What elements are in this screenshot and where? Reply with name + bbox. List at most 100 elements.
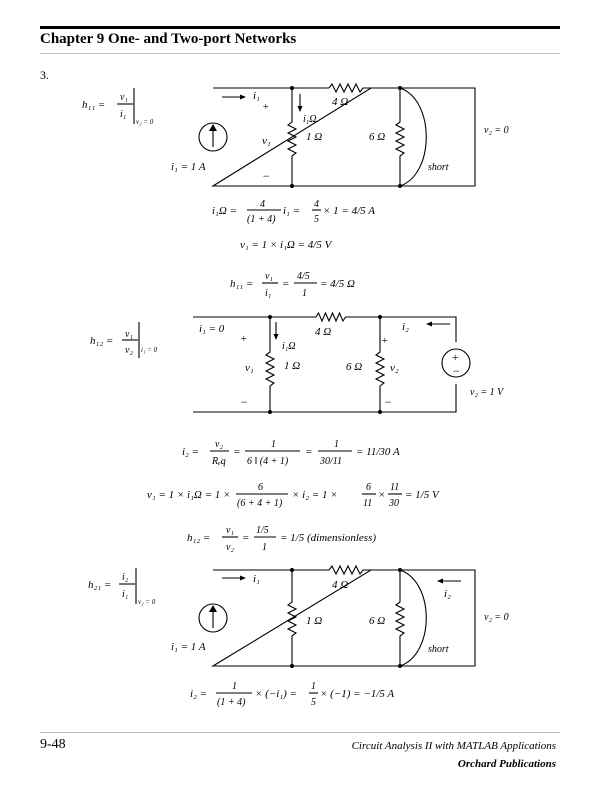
svg-text:+: + xyxy=(451,350,459,364)
h12-equations: i₂ = v₂ Rₑq = 1 6 ‖ (4 + 1) = 1 30/11 = … xyxy=(147,439,440,553)
svg-text:1: 1 xyxy=(232,681,237,692)
svg-text:i₁: i₁ xyxy=(253,90,260,102)
circuit-h21: i₁ 4 Ω i₂ 1 Ω 6 Ω short v₂ = 0 i₁ = 1 A xyxy=(171,564,509,668)
svg-text:v₁ = 1 × i₁Ω = 4/5 V: v₁ = 1 × i₁Ω = 4/5 V xyxy=(240,239,333,251)
svg-text:6: 6 xyxy=(258,482,263,493)
svg-text:4: 4 xyxy=(260,199,265,210)
svg-text:6 Ω: 6 Ω xyxy=(369,615,385,627)
svg-text:1 Ω: 1 Ω xyxy=(284,360,300,372)
svg-text:i₁ =: i₁ = xyxy=(283,205,300,217)
svg-text:4 Ω: 4 Ω xyxy=(315,326,331,338)
svg-text:h₁₂ =: h₁₂ = xyxy=(187,532,210,544)
arrow-down-icon xyxy=(297,106,303,112)
svg-text:6 Ω: 6 Ω xyxy=(346,361,362,373)
h11-den: i₁ xyxy=(120,109,126,120)
svg-text:(1 + 4): (1 + 4) xyxy=(217,697,246,708)
svg-text:1: 1 xyxy=(302,288,307,299)
svg-text:= 11/30 A: = 11/30 A xyxy=(356,446,400,458)
short-wire-c xyxy=(399,569,427,667)
svg-text:+: + xyxy=(240,333,247,345)
resistor-6ohm-c xyxy=(394,570,406,666)
svg-text:=: = xyxy=(242,532,249,544)
voltage-source xyxy=(441,348,471,378)
svg-text:i₁ = 1 A: i₁ = 1 A xyxy=(171,641,206,653)
svg-text:4 Ω: 4 Ω xyxy=(332,579,348,591)
svg-text:−: − xyxy=(240,395,248,409)
svg-text:i₂: i₂ xyxy=(444,588,451,600)
svg-text:v₁ = 1 × i₁Ω = 1 ×: v₁ = 1 × i₁Ω = 1 × xyxy=(147,489,230,501)
svg-text:× (−1) = −1/5 A: × (−1) = −1/5 A xyxy=(320,688,394,700)
svg-text:6 ‖ (4 + 1): 6 ‖ (4 + 1) xyxy=(247,456,289,467)
publisher: Orchard Publications xyxy=(457,758,556,770)
svg-text:4: 4 xyxy=(314,199,319,210)
current-source-c xyxy=(198,603,228,633)
svg-text:Rₑq: Rₑq xyxy=(211,456,226,467)
svg-text:1: 1 xyxy=(262,542,267,553)
svg-text:i₁Ω =: i₁Ω = xyxy=(212,205,237,217)
footer-divider xyxy=(40,732,560,733)
svg-text:(6 + 4 + 1): (6 + 4 + 1) xyxy=(237,498,283,509)
svg-text:v₂ = 1 V: v₂ = 1 V xyxy=(470,387,505,398)
h11-equations: i₁Ω = 4 (1 + 4) i₁ = 4 5 × 1 = 4/5 A v₁ … xyxy=(212,199,375,299)
svg-text:i₁ = 0: i₁ = 0 xyxy=(199,323,225,335)
short-wire xyxy=(399,87,427,187)
h11-num: v₁ xyxy=(120,92,128,103)
svg-text:4/5: 4/5 xyxy=(297,271,310,282)
svg-text:i₂ =: i₂ = xyxy=(182,446,199,458)
svg-text:5: 5 xyxy=(311,697,316,708)
resistor-4ohm-c xyxy=(328,564,371,576)
svg-text:v₁: v₁ xyxy=(125,329,133,340)
svg-text:6: 6 xyxy=(366,482,371,493)
h12-definition: h₁₂ = v₁ v₂ i₁ = 0 xyxy=(90,322,158,358)
resistor-6ohm-b xyxy=(374,317,386,412)
header-divider xyxy=(40,53,560,54)
svg-text:i₁ = 1 A: i₁ = 1 A xyxy=(171,161,206,173)
svg-text:v₂ = 0: v₂ = 0 xyxy=(138,598,156,606)
circuit-h11: i₁ + i₁Ω 4 Ω v₁ 1 Ω 6 Ω short v₂ = 0 i₁ … xyxy=(171,82,509,188)
svg-text:i₁Ω: i₁Ω xyxy=(282,341,296,352)
svg-text:1: 1 xyxy=(271,439,276,450)
svg-text:i₂: i₂ xyxy=(402,321,409,333)
svg-text:× i₂ = 1 ×: × i₂ = 1 × xyxy=(292,489,338,501)
h11-definition: h₁₁ = v₁ i₁ v₂ = 0 xyxy=(82,88,154,126)
svg-text:v₁: v₁ xyxy=(265,271,273,282)
svg-text:i₁: i₁ xyxy=(122,589,128,600)
svg-text:h₁₂ =: h₁₂ = xyxy=(90,335,113,347)
resistor-1ohm xyxy=(286,88,298,186)
svg-text:30/11: 30/11 xyxy=(319,456,342,467)
svg-text:= 1/5 (dimensionless): = 1/5 (dimensionless) xyxy=(280,532,376,544)
svg-text:× 1 = 4/5 A: × 1 = 4/5 A xyxy=(323,205,375,217)
arrow-left-icon xyxy=(437,578,443,584)
header-rule xyxy=(40,26,560,29)
svg-text:11: 11 xyxy=(363,498,372,509)
h11-cond: v₂ = 0 xyxy=(136,118,154,126)
svg-text:i₁ = 0: i₁ = 0 xyxy=(141,346,158,354)
svg-text:−: − xyxy=(384,395,392,409)
problem-number: 3. xyxy=(40,68,49,82)
svg-text:=: = xyxy=(282,278,289,290)
page-number: 9-48 xyxy=(40,737,66,752)
svg-text:11: 11 xyxy=(390,482,399,493)
svg-text:1 Ω: 1 Ω xyxy=(306,131,322,143)
h11-lhs: h₁₁ = xyxy=(82,99,105,111)
resistor-1ohm-c xyxy=(286,570,298,666)
chapter-title: Chapter 9 One- and Two-port Networks xyxy=(40,31,297,47)
svg-text:short: short xyxy=(428,644,449,655)
svg-text:−: − xyxy=(452,364,460,378)
svg-text:h₂₁ =: h₂₁ = xyxy=(88,579,111,591)
current-source xyxy=(198,122,228,152)
svg-text:5: 5 xyxy=(314,214,319,225)
svg-text:+: + xyxy=(381,335,388,347)
h21-definition: h₂₁ = i₂ i₁ v₂ = 0 xyxy=(88,568,156,606)
arrow-right-icon xyxy=(240,575,246,581)
svg-text:h₁₁ =: h₁₁ = xyxy=(230,278,253,290)
svg-text:=: = xyxy=(305,446,312,458)
svg-text:v₂: v₂ xyxy=(215,439,223,450)
book-title: Circuit Analysis II with MATLAB Applicat… xyxy=(351,740,556,752)
svg-text:v₂ = 0: v₂ = 0 xyxy=(484,125,509,136)
arrow-left-icon xyxy=(426,321,432,327)
svg-text:×: × xyxy=(378,489,385,501)
svg-text:4 Ω: 4 Ω xyxy=(332,96,348,108)
svg-text:= 1/5 V: = 1/5 V xyxy=(405,489,440,501)
